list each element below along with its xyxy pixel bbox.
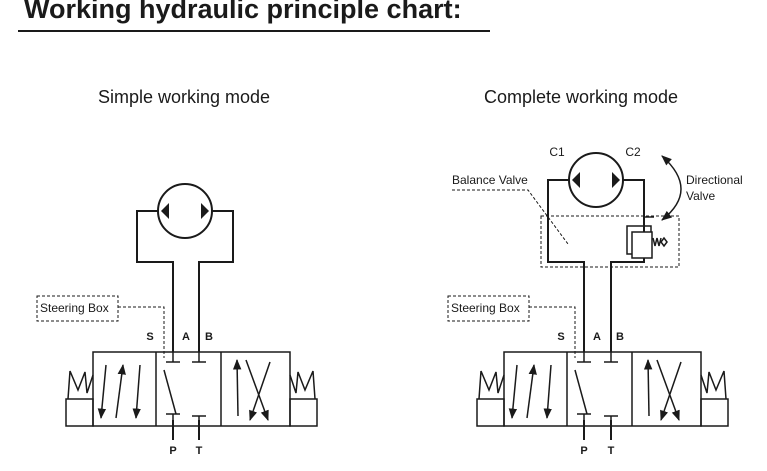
simple-port-p: P [169, 445, 176, 457]
simple-mode-heading: Simple working mode [98, 87, 270, 107]
balance-valve-block [540, 215, 680, 268]
simple-hydraulic-lines [136, 210, 234, 440]
simple-motor-symbol [157, 183, 213, 239]
simple-steering-box-callout [36, 295, 119, 322]
complete-right-actuator [700, 370, 729, 427]
balance-valve-label: Balance Valve [452, 173, 528, 187]
complete-port-s: S [557, 331, 564, 343]
simple-mode-diagram: Simple working mode Steering Box S A B P… [36, 87, 318, 457]
directional-valve-label-line2: Valve [686, 189, 715, 203]
simple-right-actuator [289, 370, 318, 427]
simple-steering-box-label: Steering Box [40, 301, 109, 315]
directional-valve-arrow [661, 155, 682, 221]
simple-valve-body [92, 351, 291, 427]
complete-valve-body [503, 351, 702, 427]
complete-steering-box-leader [529, 306, 576, 358]
simple-left-actuator [65, 370, 94, 427]
simple-port-t: T [196, 445, 203, 457]
page-title: Working hydraulic principle chart: [24, 0, 462, 24]
balance-valve-symbol [626, 216, 668, 259]
motor-port-c2: C2 [625, 145, 641, 159]
complete-mode-diagram: Complete working mode C1 C2 Directional [447, 87, 743, 457]
simple-steering-box-leader [118, 306, 165, 358]
complete-steering-box-callout [447, 295, 530, 322]
title-underline [18, 30, 490, 32]
complete-mode-heading: Complete working mode [484, 87, 678, 107]
directional-valve-label-line1: Directional [686, 173, 743, 187]
balance-valve-leader [452, 189, 569, 245]
complete-left-actuator [476, 370, 505, 427]
simple-port-b: B [205, 331, 213, 343]
complete-port-t: T [608, 445, 615, 457]
complete-port-b: B [616, 331, 624, 343]
motor-port-c1: C1 [549, 145, 565, 159]
complete-hydraulic-lines [547, 179, 645, 440]
complete-motor-symbol [568, 152, 624, 208]
simple-port-a: A [182, 331, 190, 343]
complete-port-a: A [593, 331, 601, 343]
complete-steering-box-label: Steering Box [451, 301, 520, 315]
complete-port-p: P [580, 445, 587, 457]
simple-port-s: S [146, 331, 153, 343]
